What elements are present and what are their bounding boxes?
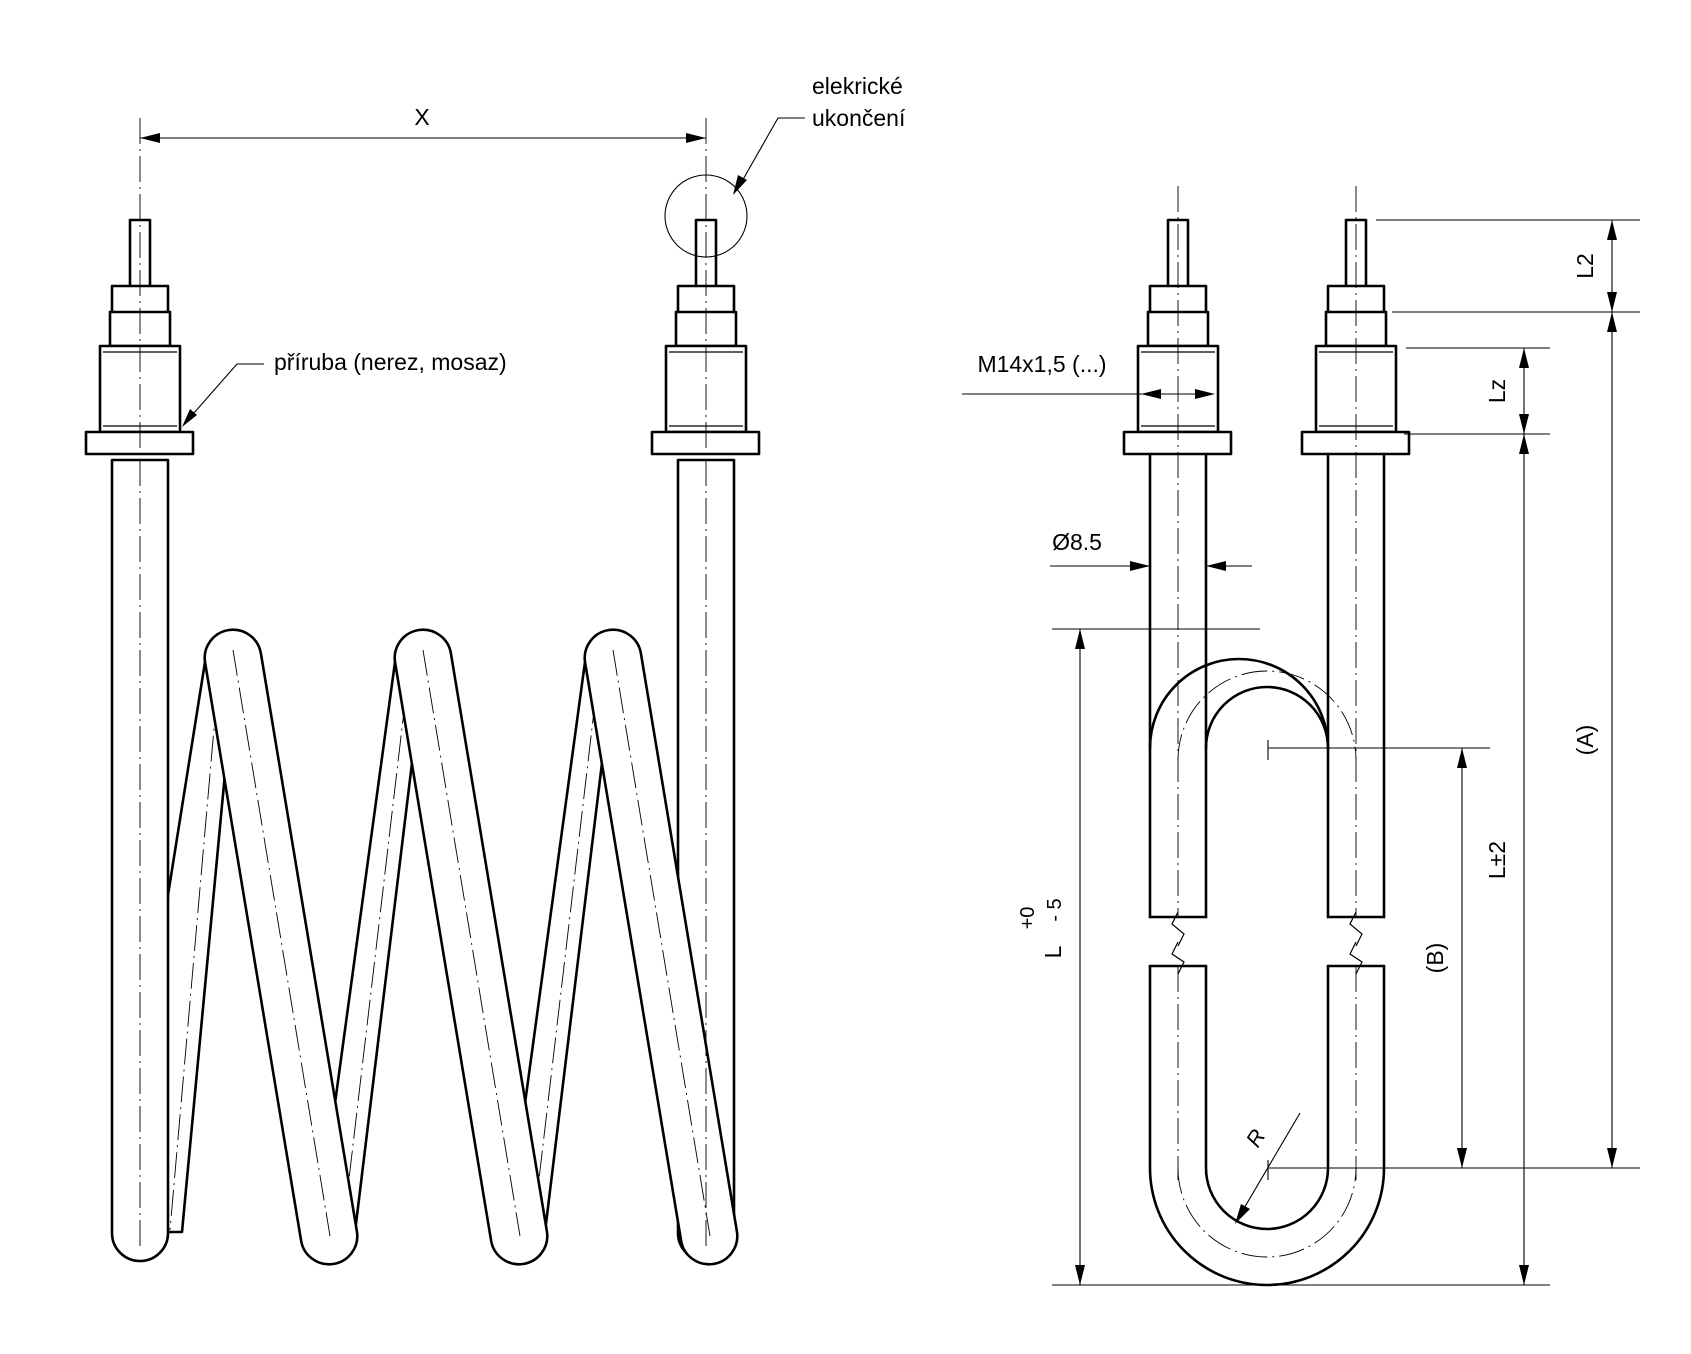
l-tol-label: L±2	[1484, 841, 1510, 879]
terminal-detail	[664, 117, 805, 258]
terminal-note-line1: elekrické	[812, 73, 903, 99]
x-label: X	[414, 104, 429, 130]
extension-lines	[1052, 219, 1640, 1286]
flange-note: příruba (nerez, mosaz)	[274, 349, 507, 375]
tol-upper-label: +0	[1017, 907, 1039, 930]
b-dimension	[1457, 748, 1467, 1168]
x-dimension	[140, 133, 706, 143]
flange-leader	[182, 363, 264, 427]
u-tubes-upper	[1148, 452, 1386, 919]
l-tol-dimension	[1519, 434, 1529, 1285]
u-tubes-lower	[1148, 964, 1386, 1287]
u-element-view: M14x1,5 (...) Ø8.5 L2 Lz (A) L±2 (B) L +…	[962, 186, 1640, 1287]
l2-label: L2	[1572, 253, 1598, 279]
coiled-element-view: X elekrické ukončení příruba (nerez, mos…	[84, 73, 906, 1266]
u-right-fitting	[1300, 218, 1411, 456]
coil-front-strands	[203, 628, 739, 1266]
l-main-dimension	[1075, 629, 1085, 1285]
lz-label: Lz	[1484, 379, 1510, 403]
tol-lower-label: - 5	[1044, 898, 1066, 921]
a-dimension	[1607, 312, 1617, 1168]
lz-dimension	[1519, 348, 1529, 434]
u-left-fitting	[1122, 218, 1233, 456]
radius-label: R	[1241, 1125, 1271, 1152]
l2-dimension	[1607, 220, 1617, 312]
right-fitting	[650, 218, 761, 456]
diameter-label: Ø8.5	[1052, 529, 1102, 555]
terminal-note-line2: ukončení	[812, 105, 906, 131]
a-label: (A)	[1572, 725, 1598, 756]
diameter-dimension	[1050, 561, 1252, 571]
left-fitting	[84, 218, 195, 456]
break-marks	[1171, 911, 1363, 975]
coil-back-strands	[153, 654, 617, 1234]
radius-dimension	[1235, 1112, 1301, 1224]
l-main-label: L	[1040, 945, 1066, 958]
thread-dimension	[962, 372, 1215, 399]
b-label: (B)	[1422, 943, 1448, 974]
thread-label: M14x1,5 (...)	[977, 351, 1106, 377]
